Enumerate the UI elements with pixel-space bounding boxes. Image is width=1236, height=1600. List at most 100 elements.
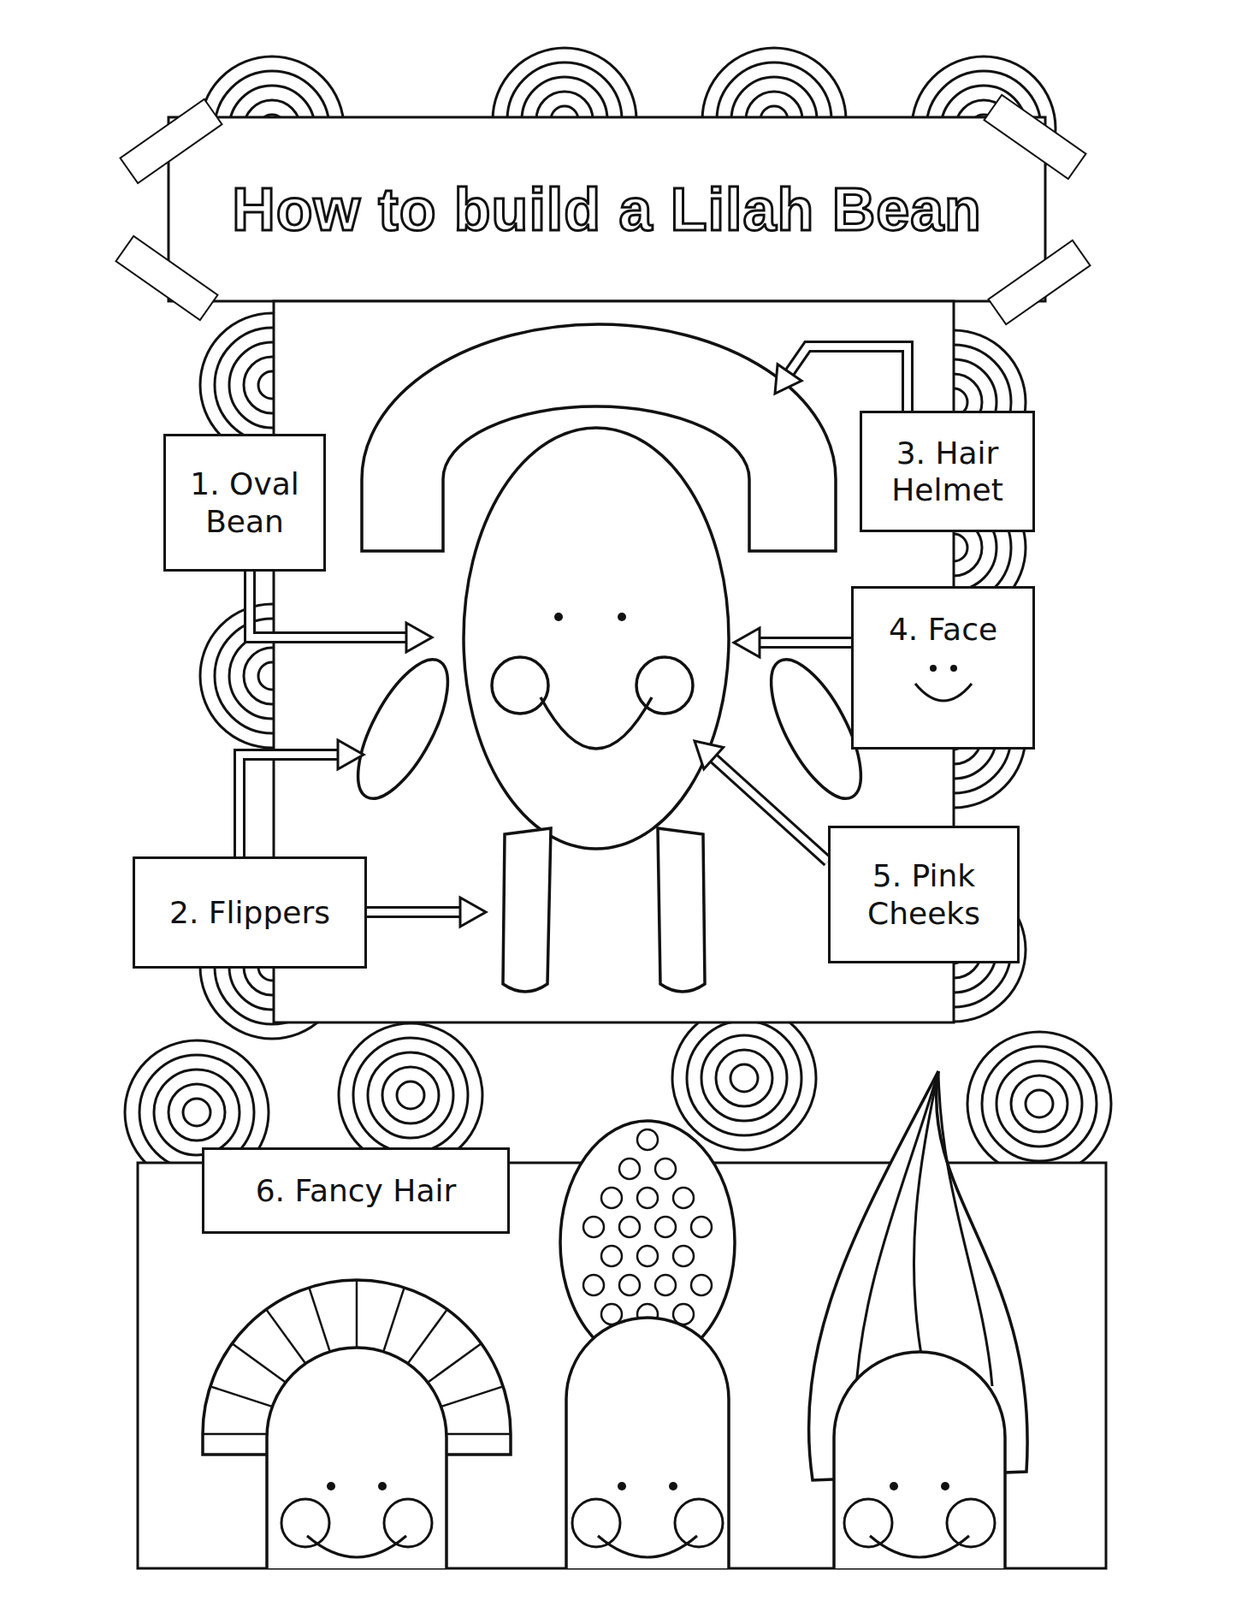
leader-arrow	[694, 740, 828, 862]
hair-dot	[673, 1245, 694, 1266]
spiral-ring	[981, 1046, 1097, 1161]
arrow-head	[694, 740, 724, 769]
label-box: 3. Hair Helmet	[859, 410, 1035, 533]
smile	[540, 697, 652, 749]
cheek	[636, 656, 693, 714]
hair-stripe	[407, 1308, 448, 1365]
hair-dot	[619, 1216, 640, 1237]
arrow-shaft-inner	[787, 346, 908, 411]
tape-strip	[116, 236, 219, 320]
left-foot	[502, 827, 551, 992]
spiral-ring	[686, 1020, 802, 1136]
hair-dot	[601, 1187, 622, 1208]
cheek	[572, 1498, 621, 1547]
title-box: How to build a Lilah Bean	[168, 117, 1046, 302]
arrow-shaft-outline	[756, 636, 852, 649]
hair-dot	[637, 1187, 658, 1208]
eye	[940, 1481, 950, 1491]
hair-stripe	[266, 1308, 307, 1365]
hair-dot	[637, 1129, 658, 1150]
spiral-ring	[183, 1098, 211, 1126]
flame-streak	[913, 1070, 939, 1369]
eye	[554, 612, 563, 621]
label-box: 2. Flippers	[132, 856, 367, 969]
hair-stripe	[442, 1432, 511, 1436]
hair-stripe	[210, 1385, 276, 1408]
spiral-ring	[367, 1052, 454, 1138]
arrow-shaft-inner	[249, 571, 409, 638]
small-bean	[266, 1347, 447, 1568]
cheek	[491, 656, 549, 714]
hair-dot	[673, 1187, 694, 1208]
cheek	[674, 1498, 723, 1547]
small-bean	[566, 1317, 729, 1568]
part-label: 4. Face	[865, 610, 1021, 648]
hair-dot	[583, 1274, 604, 1296]
arrow-shaft-outline	[366, 905, 463, 918]
arrow-shaft-inner	[366, 908, 463, 916]
eye	[378, 1481, 387, 1491]
arrow-shaft-outline	[249, 571, 409, 638]
left-flipper	[340, 646, 466, 811]
hair-dot	[691, 1274, 712, 1296]
part-label: 1. Oval Bean	[177, 465, 312, 539]
eye	[889, 1481, 899, 1491]
label-box: 1. Oval Bean	[163, 433, 326, 572]
spiral-ring	[153, 1069, 240, 1155]
eye	[326, 1481, 336, 1491]
spiral-group	[124, 47, 1112, 1184]
spiral-ring	[353, 1037, 468, 1153]
eye	[929, 664, 937, 672]
smiley-icon	[904, 659, 982, 711]
hair-stripe	[231, 1342, 288, 1384]
spiral-ring	[168, 1083, 225, 1141]
cheek	[384, 1498, 432, 1547]
spiral-ring	[1011, 1075, 1068, 1132]
hair-dot	[601, 1245, 622, 1266]
hair-dot	[583, 1216, 604, 1237]
hair-stripe	[383, 1287, 405, 1353]
hair-stripe	[202, 1432, 272, 1436]
title: How to build a Lilah Bean	[231, 175, 982, 244]
arrow-shaft-inner	[756, 638, 852, 646]
spiral-ring	[396, 1081, 425, 1109]
spiral-ring	[730, 1064, 758, 1092]
tape-strip	[120, 99, 223, 184]
flame-streak	[938, 1070, 993, 1386]
arrow-shaft-inner	[239, 754, 341, 857]
eye	[617, 1481, 627, 1491]
smile	[915, 683, 972, 701]
hair-dot	[655, 1158, 676, 1179]
leader-arrow	[239, 739, 364, 857]
label-box: 6. Fancy Hair	[201, 1147, 510, 1234]
part-label: 2. Flippers	[147, 893, 353, 931]
spiral-ring	[1025, 1089, 1053, 1118]
leader-arrow	[774, 346, 908, 411]
leader-arrow	[733, 627, 852, 657]
smile	[597, 1535, 698, 1557]
spiral-ring	[715, 1049, 773, 1106]
arrow-shaft-outline	[711, 756, 828, 862]
arrow-head	[733, 627, 760, 657]
arrow-head	[337, 739, 364, 769]
part-label: 5. Pink Cheeks	[842, 857, 1006, 931]
title-banner	[168, 117, 1046, 302]
spiral-ring	[996, 1060, 1083, 1147]
arrow-shaft-outline	[787, 346, 908, 411]
eye	[668, 1481, 678, 1491]
arrow-head	[774, 364, 802, 394]
label-box: 5. Pink Cheeks	[827, 825, 1020, 964]
spiral-ring	[672, 1005, 817, 1150]
label-box: 4. Face	[851, 585, 1035, 750]
hair-dot	[691, 1216, 712, 1237]
cheek	[946, 1498, 995, 1547]
hair-stripe	[437, 1385, 503, 1408]
hair-dot	[655, 1216, 676, 1237]
hair-dot	[619, 1274, 640, 1296]
oval-bean	[463, 427, 729, 849]
spiral-ring	[338, 1023, 483, 1167]
smile	[307, 1535, 407, 1557]
hair-stripe	[308, 1287, 331, 1353]
part-label: 6. Fancy Hair	[216, 1171, 496, 1209]
